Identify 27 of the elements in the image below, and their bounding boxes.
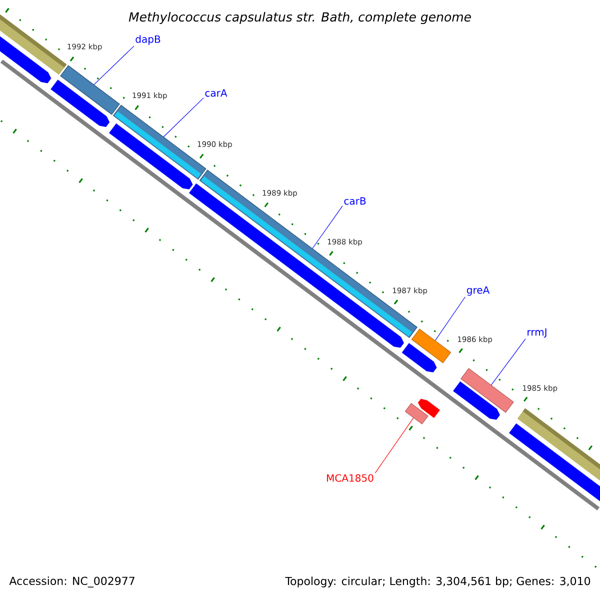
- gene-label: MCA1850: [327, 474, 374, 482]
- gene-label: carB: [344, 197, 366, 205]
- gene-feature: [0, 36, 52, 84]
- title: Methylococcus capsulatus str. Bath, complete genome: [128, 12, 471, 24]
- gene-feature: [509, 423, 600, 502]
- gene-feature: [418, 398, 440, 418]
- leader-line: [163, 98, 204, 138]
- gene-bar: [404, 403, 428, 424]
- gene-feature: [402, 343, 437, 372]
- gene-feature: [0, 14, 67, 75]
- gene-feature: [517, 408, 600, 481]
- gene-feature: [453, 381, 500, 420]
- gene-label: carA: [205, 89, 228, 97]
- leader-line: [490, 338, 526, 386]
- summary-text: Topology: circular; Length: 3,304,561 bp; Genes: 3,010: [285, 576, 590, 588]
- gene-feature: [50, 80, 110, 127]
- leader-line: [434, 296, 466, 341]
- gene-bar: [460, 368, 514, 413]
- gene-label: rrmJ: [528, 328, 546, 338]
- gene-feature: [109, 123, 193, 190]
- gene-bar: [60, 65, 120, 115]
- leader-line: [374, 418, 414, 474]
- leader-line: [312, 206, 343, 249]
- gene-label: dapB: [136, 35, 160, 45]
- accession-text: Accession: NC_002977: [9, 576, 134, 588]
- gene-label: greA: [466, 286, 490, 296]
- leader-line: [94, 46, 134, 85]
